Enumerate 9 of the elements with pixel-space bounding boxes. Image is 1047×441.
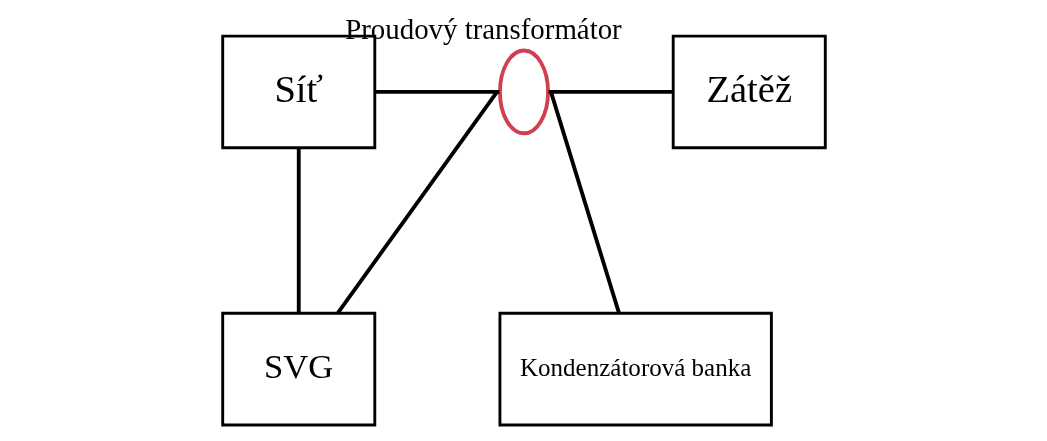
node-box: Zátěž — [671, 34, 827, 150]
node-box: Kondenzátorová banka — [498, 311, 773, 427]
node-box: SVG — [220, 311, 376, 427]
connector — [296, 147, 301, 313]
connector — [548, 91, 621, 314]
connector — [548, 89, 673, 94]
connector — [374, 89, 499, 94]
node-ellipse — [497, 48, 550, 136]
connector — [335, 90, 499, 314]
